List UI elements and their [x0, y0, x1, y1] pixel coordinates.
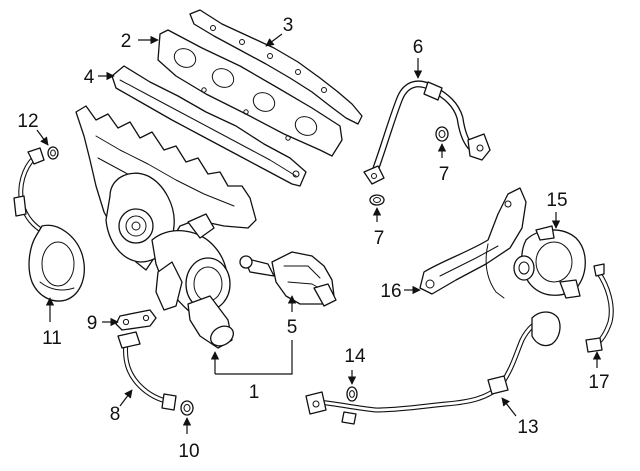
leader-lines: [36, 33, 602, 434]
part-14-seal-ring: [346, 386, 358, 402]
part-10-seal-ring: [180, 400, 194, 416]
callout-2: 2: [121, 31, 132, 52]
part-16-bracket: [419, 187, 527, 299]
leader-8: [119, 389, 133, 407]
part-2-manifold-gasket: [157, 29, 343, 157]
part-5-actuator: [239, 251, 337, 307]
part-15-water-pump: [513, 225, 586, 299]
callout-1: 1: [249, 382, 260, 403]
part-12-seal-ring: [47, 146, 59, 160]
part-6-coolant-line: [363, 80, 491, 185]
part-7-seal-ring-upper: [435, 126, 449, 142]
callout-8: 8: [110, 404, 121, 425]
callout-3: 3: [283, 15, 294, 36]
part-7-seal-ring-lower: [369, 194, 385, 206]
part-11-oil-line: [13, 147, 85, 302]
leader-3: [265, 33, 283, 47]
callout-4: 4: [84, 67, 95, 88]
callout-17: 17: [588, 372, 609, 393]
part-8-oil-return-pipe: [117, 331, 177, 411]
part-3-gasket-strip: [189, 9, 363, 125]
part-4-heat-shield: [111, 65, 307, 187]
callout-15: 15: [546, 190, 567, 211]
part-13-coolant-return-line: [305, 311, 561, 425]
leader-1-bracket: [215, 340, 293, 375]
callout-7-upper: 7: [439, 164, 450, 185]
callout-7-lower: 7: [374, 228, 385, 249]
callout-16: 16: [380, 281, 401, 302]
callout-6: 6: [413, 37, 424, 58]
callout-10: 10: [178, 441, 199, 462]
part-17-line-clip: [585, 263, 614, 353]
callout-14: 14: [344, 346, 366, 367]
part-9-flange-gasket: [115, 309, 157, 331]
callout-11: 11: [42, 328, 62, 349]
callout-13: 13: [517, 417, 538, 438]
callout-12: 12: [17, 111, 38, 132]
part-1-turbocharger-assembly: [75, 105, 257, 349]
callout-9: 9: [87, 313, 98, 334]
leader-12: [36, 129, 49, 146]
leader-13: [501, 397, 517, 417]
callout-5: 5: [287, 317, 298, 338]
callout-numbers: 1 2 3 4 5 6 7 7 8 9 10 11 12 13 14 15 16…: [17, 15, 609, 462]
